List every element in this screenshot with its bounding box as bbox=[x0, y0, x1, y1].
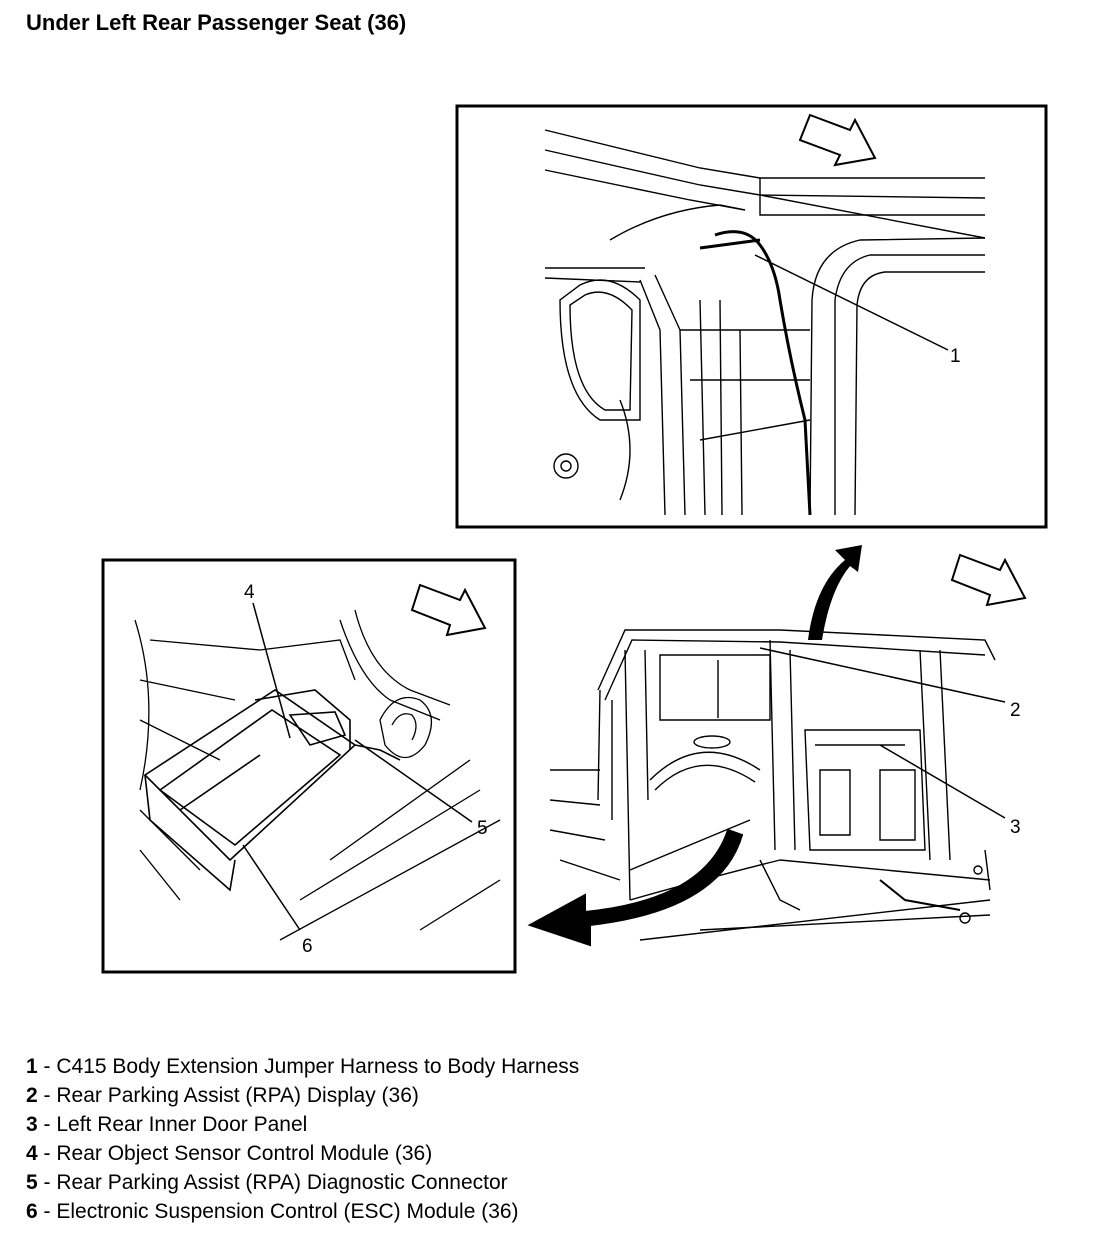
legend-text: - Rear Parking Assist (RPA) Diagnostic C… bbox=[37, 1171, 508, 1194]
direction-arrow-main-view bbox=[950, 553, 1027, 607]
pillar-linework-top bbox=[544, 129, 986, 516]
legend-text: - Electronic Suspension Control (ESC) Mo… bbox=[37, 1200, 519, 1223]
legend-text: - Left Rear Inner Door Panel bbox=[37, 1113, 308, 1136]
vehicle-interior-view bbox=[549, 629, 996, 941]
leader-line-5 bbox=[354, 739, 473, 823]
detail-panel-top-frame bbox=[455, 104, 1048, 529]
callout-6: 6 bbox=[302, 936, 313, 957]
detail-panel-top: 1 bbox=[455, 104, 1048, 529]
direction-arrow-left-panel bbox=[410, 583, 487, 637]
leader-line-4 bbox=[252, 602, 291, 739]
legend-item: 3 - Left Rear Inner Door Panel bbox=[26, 1110, 579, 1139]
module-tray bbox=[143, 689, 401, 892]
legend-text: - C415 Body Extension Jumper Harness to … bbox=[37, 1055, 580, 1078]
pointer-arrow-to-left-panel bbox=[527, 828, 744, 947]
legend-number: 3 bbox=[26, 1113, 38, 1136]
legend-number: 5 bbox=[26, 1171, 38, 1194]
leader-line-6 bbox=[242, 844, 301, 931]
pointer-arrow-to-top-panel bbox=[808, 545, 862, 640]
legend-text: - Rear Object Sensor Control Module (36) bbox=[37, 1142, 433, 1165]
legend-item: 5 - Rear Parking Assist (RPA) Diagnostic… bbox=[26, 1168, 579, 1197]
leader-line-2 bbox=[759, 647, 1006, 703]
legend-number: 2 bbox=[26, 1084, 38, 1107]
floor-linework-left bbox=[134, 609, 501, 941]
legend-item: 4 - Rear Object Sensor Control Module (3… bbox=[26, 1139, 579, 1168]
legend-number: 6 bbox=[26, 1200, 38, 1223]
callout-3: 3 bbox=[1010, 817, 1021, 838]
legend-item: 6 - Electronic Suspension Control (ESC) … bbox=[26, 1197, 579, 1226]
legend-item: 2 - Rear Parking Assist (RPA) Display (3… bbox=[26, 1081, 579, 1110]
callout-1: 1 bbox=[950, 346, 961, 367]
diagram-title: Under Left Rear Passenger Seat (36) bbox=[26, 10, 407, 35]
legend-text: - Rear Parking Assist (RPA) Display (36) bbox=[37, 1084, 419, 1107]
detail-panel-left: 4 5 6 bbox=[101, 558, 517, 974]
component-legend: 1 - C415 Body Extension Jumper Harness t… bbox=[26, 1052, 579, 1226]
legend-item: 1 - C415 Body Extension Jumper Harness t… bbox=[26, 1052, 579, 1081]
component-locator-diagram: 1 bbox=[101, 104, 1048, 974]
legend-number: 1 bbox=[26, 1055, 38, 1078]
detail-panel-left-frame bbox=[101, 558, 517, 974]
callout-2: 2 bbox=[1010, 700, 1021, 721]
leader-line-3 bbox=[879, 744, 1006, 819]
legend-number: 4 bbox=[26, 1142, 38, 1165]
callout-5: 5 bbox=[477, 818, 488, 839]
callout-4: 4 bbox=[244, 582, 255, 603]
direction-arrow-top-panel bbox=[798, 113, 877, 167]
leader-line-1 bbox=[754, 254, 949, 351]
